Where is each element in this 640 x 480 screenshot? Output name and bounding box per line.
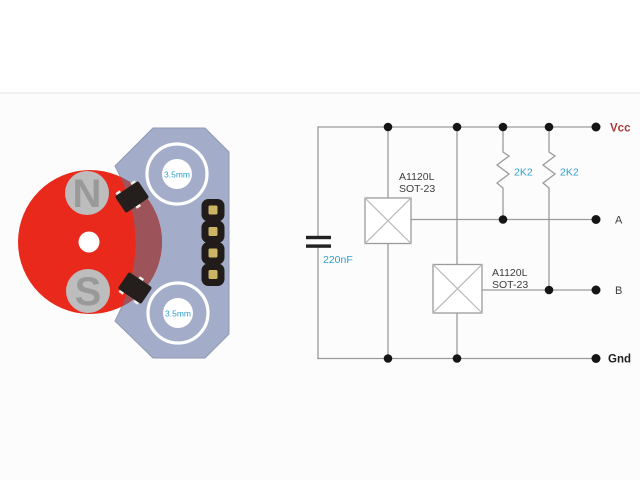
smd-body bbox=[118, 272, 152, 304]
resistor-2-symbol bbox=[541, 126, 557, 291]
sensor2-part-label: A1120L bbox=[492, 267, 528, 279]
mounting-hole-bottom: 3.5mm bbox=[146, 281, 210, 345]
junction-dot bbox=[383, 354, 393, 363]
mounting-hole-top-label: 3.5mm bbox=[164, 170, 190, 180]
junction-dots bbox=[383, 122, 601, 363]
sensor1-symbol bbox=[364, 197, 412, 245]
sensor1-package-label: SOT-23 bbox=[399, 183, 435, 195]
output-a-label: A bbox=[615, 215, 623, 227]
mounting-hole-bottom-ring bbox=[146, 281, 210, 345]
resistor-2-value-label: 2K2 bbox=[560, 167, 579, 179]
output-b-label: B bbox=[615, 285, 622, 297]
resistor-1-value-label: 2K2 bbox=[514, 167, 533, 179]
pole-circle-s bbox=[66, 269, 110, 313]
junction-dot bbox=[498, 215, 508, 224]
pole-marker-south: S bbox=[66, 269, 110, 314]
pole-letter-s: S bbox=[75, 270, 102, 314]
capacitor-symbol bbox=[306, 235, 331, 248]
capacitor-plate-top bbox=[306, 235, 331, 240]
header-pad-4 bbox=[208, 270, 218, 279]
header-pad-1 bbox=[208, 205, 218, 215]
junction-dot bbox=[498, 122, 508, 132]
pole-marker-north: N bbox=[65, 171, 109, 216]
vcc-label: Vcc bbox=[610, 123, 631, 135]
header-pad-2 bbox=[208, 227, 218, 236]
hall-sensor-smd-top bbox=[115, 180, 149, 213]
vcc-terminal-dot bbox=[591, 122, 601, 132]
junction-dot bbox=[452, 122, 462, 132]
junction-dot bbox=[452, 354, 462, 363]
magnet-center-hole bbox=[78, 231, 100, 253]
sensor2-symbol bbox=[432, 263, 483, 314]
resistor-1-symbol bbox=[495, 126, 511, 221]
mounting-hole-bottom-label: 3.5mm bbox=[165, 309, 191, 319]
sensor2-cross bbox=[432, 263, 483, 314]
gnd-terminal-dot bbox=[591, 354, 601, 363]
mounting-hole-bottom-bore bbox=[163, 298, 193, 328]
header-pad-3 bbox=[208, 248, 218, 258]
pole-letter-n: N bbox=[73, 172, 102, 216]
sensor1-part-label: A1120L bbox=[399, 171, 435, 183]
capacitor-plate-bottom bbox=[306, 244, 331, 248]
schematic: Vcc Gnd A B 220nF 2K2 2K2 A1120L SOT-23 … bbox=[306, 122, 631, 366]
sensor2-package-label: SOT-23 bbox=[492, 279, 528, 291]
mounting-hole-top-bore bbox=[162, 159, 192, 189]
smd-body bbox=[115, 181, 149, 213]
junction-dot bbox=[544, 122, 554, 132]
sensor-module-render: 3.5mm 3.5mm bbox=[18, 127, 230, 359]
junction-dot bbox=[544, 285, 554, 295]
output-b-terminal-dot bbox=[591, 285, 601, 295]
pole-circle-n bbox=[65, 171, 109, 215]
sensor1-cross bbox=[364, 197, 412, 245]
mounting-hole-top: 3.5mm bbox=[145, 142, 209, 206]
junction-dot bbox=[383, 122, 393, 132]
capacitor-value-label: 220nF bbox=[323, 254, 353, 266]
pin-header bbox=[201, 199, 225, 286]
gnd-label: Gnd bbox=[608, 354, 631, 366]
output-a-terminal-dot bbox=[591, 215, 601, 224]
mounting-hole-top-ring bbox=[145, 142, 209, 206]
hall-sensor-smd-bottom bbox=[118, 272, 152, 305]
schematic-labels: Vcc Gnd A B 220nF 2K2 2K2 A1120L SOT-23 … bbox=[323, 123, 631, 366]
